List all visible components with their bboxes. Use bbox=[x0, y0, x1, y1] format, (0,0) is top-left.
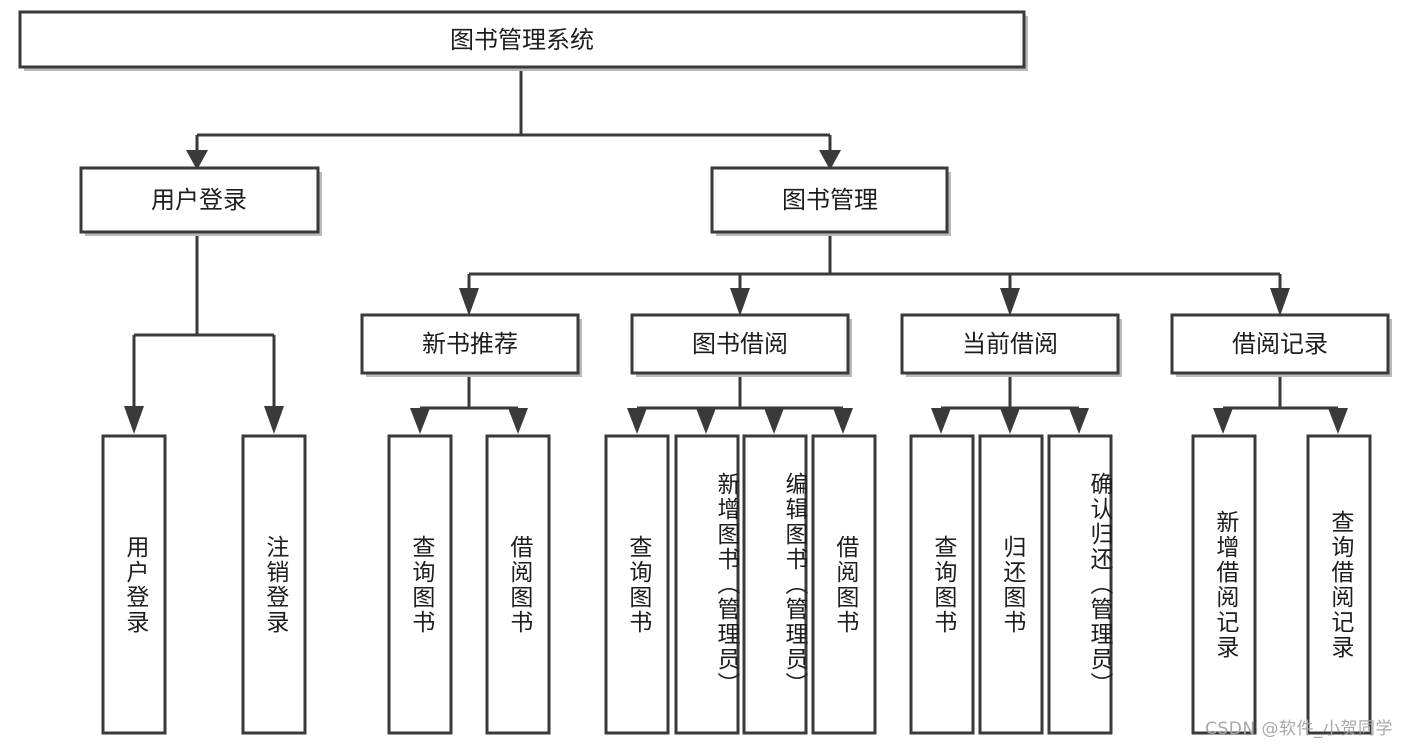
node-leaf-query-book-b[interactable] bbox=[604, 434, 670, 735]
arrowhead-user-login bbox=[186, 150, 208, 170]
node-leaf-confirm-return[interactable] bbox=[1047, 434, 1113, 735]
arrowhead-book-borrow bbox=[730, 288, 750, 316]
node-book-borrow[interactable] bbox=[630, 313, 850, 375]
arrowhead-query-book-c bbox=[931, 408, 951, 434]
node-leaf-query-book-c[interactable] bbox=[909, 434, 975, 735]
arrowhead-borrow-record bbox=[1270, 288, 1290, 316]
node-borrow-record[interactable] bbox=[1170, 313, 1390, 375]
node-leaf-return-book[interactable] bbox=[978, 434, 1044, 735]
arrowhead-add-record bbox=[1213, 408, 1233, 434]
node-book-manage-label: 图书管理 bbox=[782, 186, 878, 214]
node-new-book-rec[interactable] bbox=[360, 313, 580, 375]
node-leaf-borrow-book-a[interactable] bbox=[485, 434, 551, 735]
node-leaf-borrow-book-b[interactable] bbox=[811, 434, 877, 735]
arrowhead-query-record bbox=[1328, 408, 1348, 434]
node-book-manage[interactable] bbox=[710, 166, 949, 234]
arrowhead-leaf-user-login bbox=[124, 406, 144, 434]
arrowhead-borrow-book-a bbox=[508, 408, 528, 434]
node-new-book-rec-label: 新书推荐 bbox=[422, 330, 518, 358]
node-user-login[interactable] bbox=[79, 166, 320, 234]
arrowhead-current-borrow bbox=[1000, 288, 1020, 316]
arrowhead-add-book bbox=[696, 408, 716, 434]
node-layer: 图书管理系统 用户登录 图书管理 新书推荐 图书借阅 当前借阅 借阅记录 bbox=[18, 10, 1392, 735]
node-leaf-add-book[interactable] bbox=[674, 434, 740, 735]
arrowhead-confirm-return bbox=[1069, 408, 1089, 434]
arrowhead-book-manage bbox=[819, 150, 841, 170]
node-root[interactable] bbox=[18, 10, 1026, 69]
arrowhead-borrow-book-b bbox=[833, 408, 853, 434]
node-leaf-logout[interactable] bbox=[241, 434, 307, 735]
connector-layer bbox=[124, 68, 1348, 434]
csdn-watermark: CSDN @软件_小贺同学 bbox=[1205, 719, 1393, 739]
node-leaf-edit-book[interactable] bbox=[742, 434, 808, 735]
node-borrow-record-label: 借阅记录 bbox=[1232, 330, 1328, 358]
arrowhead-edit-book bbox=[764, 408, 784, 434]
node-current-borrow[interactable] bbox=[900, 313, 1120, 375]
arrowhead-query-book-a bbox=[410, 408, 430, 434]
arrowhead-leaf-logout bbox=[264, 406, 284, 434]
node-leaf-query-book-a[interactable] bbox=[387, 434, 453, 735]
arrowhead-new-book-rec bbox=[459, 288, 479, 316]
node-book-borrow-label: 图书借阅 bbox=[692, 330, 788, 358]
arrowhead-query-book-b bbox=[627, 408, 647, 434]
node-leaf-user-login[interactable] bbox=[101, 434, 167, 735]
node-user-login-label: 用户登录 bbox=[151, 186, 247, 214]
node-root-label: 图书管理系统 bbox=[450, 26, 594, 54]
node-leaf-add-record[interactable] bbox=[1191, 434, 1257, 735]
node-current-borrow-label: 当前借阅 bbox=[962, 330, 1058, 358]
node-leaf-query-record[interactable] bbox=[1306, 434, 1372, 735]
arrowhead-return-book bbox=[1000, 408, 1020, 434]
